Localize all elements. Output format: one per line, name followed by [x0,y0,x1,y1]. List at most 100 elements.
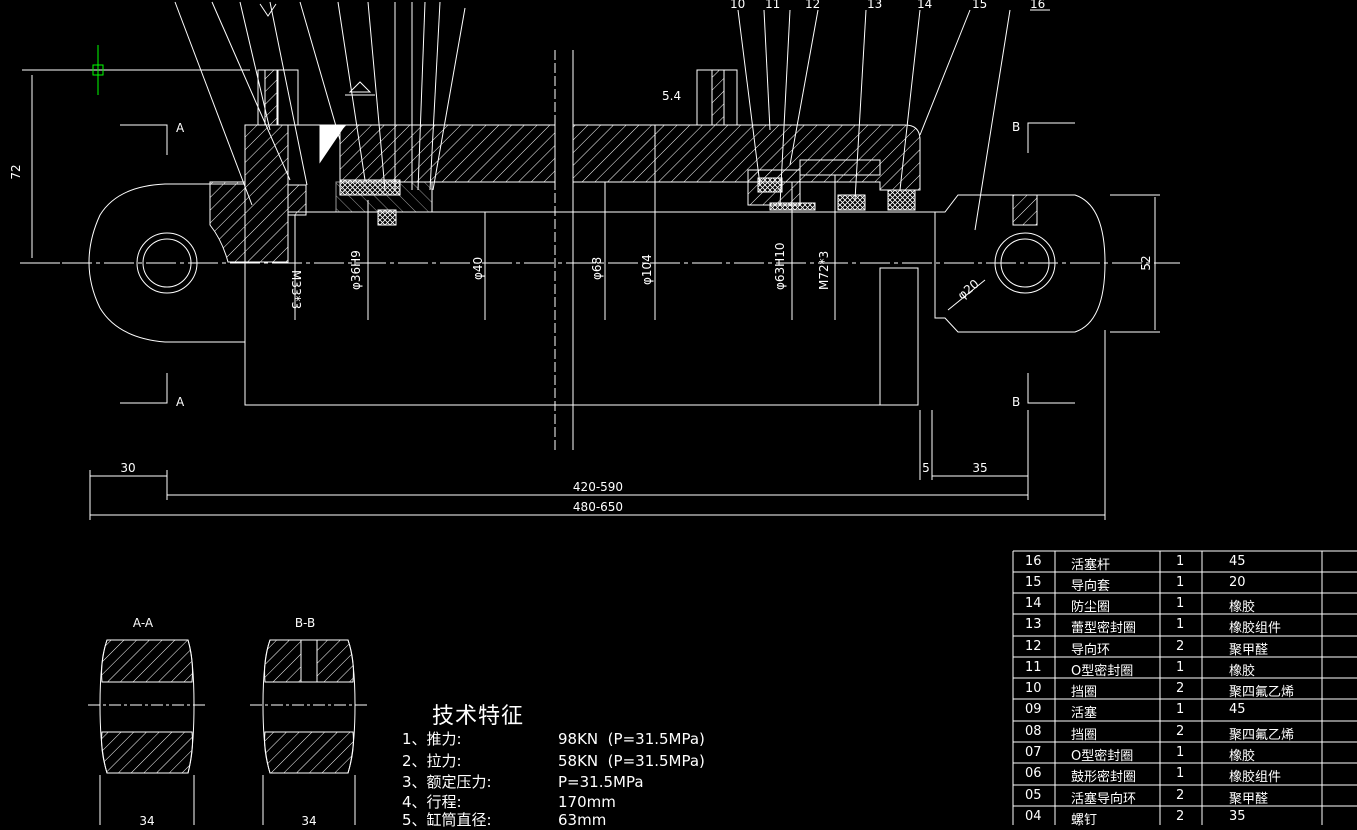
dim-30: 30 [120,461,135,475]
bom-no: 11 [1025,660,1042,675]
bom-no: 06 [1025,766,1042,781]
bom-row[interactable]: 16 活塞杆 1 45 [1013,551,1357,573]
section-mark-b-bottom: B [1012,395,1020,409]
dim-m72: M72*3 [817,251,831,290]
section-aa-dim: 34 [139,814,154,825]
dim-phi40: φ40 [471,257,485,280]
bom-name: O型密封圈 [1071,664,1134,679]
bom-no: 16 [1025,554,1042,569]
bom-qty: 1 [1176,617,1185,632]
tech-row-1: 1、推力: 98KN (P=31.5MPa) [402,728,705,749]
bom-name: 挡圈 [1071,685,1098,700]
dim-5: 5 [922,461,930,475]
section-bb-dim: 34 [301,814,316,825]
section-mark-b-top: B [1012,120,1020,134]
bom-name: O型密封圈 [1071,749,1134,764]
bom-material: 聚四氟乙烯 [1229,728,1295,743]
bom-no: 09 [1025,702,1042,717]
bom-name: 活塞导向环 [1071,792,1137,807]
dim-480-650: 480-650 [573,500,623,514]
bom-no: 12 [1025,639,1042,654]
dim-ra: 5.4 [662,89,681,103]
bom-name: 挡圈 [1071,728,1098,743]
balloon-14: 14 [917,0,932,11]
bom-no: 14 [1025,596,1042,611]
dim-phi20: φ20 [955,277,982,303]
bom-row[interactable]: 10 挡圈 2 聚四氟乙烯 [1013,678,1357,700]
tech-row-2: 2、拉力: 58KN (P=31.5MPa) [402,750,705,771]
bom-no: 04 [1025,809,1042,824]
dim-phi36: φ36H9 [349,250,363,290]
bom-material: 45 [1229,554,1246,569]
balloon-13: 13 [867,0,882,11]
dim-72: 72 [9,164,23,179]
bom-material: 20 [1229,575,1246,590]
section-mark-a-bottom: A [176,395,185,409]
bom-no: 15 [1025,575,1042,590]
dimension-texts: 72 30 5 35 52 420-590 480-650 M33*3 φ36H… [9,0,1153,514]
bom-qty: 1 [1176,660,1185,675]
balloon-10: 10 [730,0,745,11]
bom-name: 活塞 [1071,706,1098,721]
main-assembly-view [20,1,1180,520]
bom-name: 导向套 [1071,579,1111,594]
tech-value: 98KN (P=31.5MPa) [558,730,705,748]
bom-qty: 2 [1176,724,1185,739]
bom-qty: 2 [1176,639,1185,654]
bom-qty: 1 [1176,596,1185,611]
bom-name: 蕾型密封圈 [1071,621,1137,636]
dim-phi63h10: φ63H10 [773,243,787,290]
rear-clevis [88,183,245,343]
bom-no: 10 [1025,681,1042,696]
dimension-lines [22,69,1160,520]
bom-row[interactable]: 07 O型密封圈 1 橡胶 [1013,742,1357,764]
bom-material: 橡胶 [1229,749,1256,764]
bom-no: 07 [1025,745,1042,760]
bom-qty: 2 [1176,809,1185,824]
bom-qty: 2 [1176,788,1185,803]
balloon-12: 12 [805,0,820,11]
section-bb-title: B-B [295,616,315,630]
tech-row-5: 5、缸筒直径: 63mm [402,809,606,830]
bom-material: 聚甲醛 [1229,643,1269,658]
bom-name: 螺钉 [1071,813,1098,828]
balloon-16: 16 [1030,0,1045,11]
tech-value: 58KN (P=31.5MPa) [558,752,705,770]
bom-material: 聚四氟乙烯 [1229,685,1295,700]
dim-420-590: 420-590 [573,480,623,494]
section-aa-title: A-A [133,616,154,630]
bom-material: 橡胶组件 [1229,621,1282,636]
bom-table-grid [1012,550,1357,825]
tech-label: 2、拉力: [402,752,462,770]
bom-name: 活塞杆 [1071,558,1111,573]
dim-phi68: φ68 [590,257,604,280]
bom-qty: 1 [1176,554,1185,569]
dim-phi104: φ104 [640,254,654,285]
balloon-15: 15 [972,0,987,11]
tech-row-4: 4、行程:170mm [402,791,616,812]
tech-label: 5、缸筒直径: [402,811,492,829]
bom-no: 05 [1025,788,1042,803]
tech-value: P=31.5MPa [558,773,644,791]
tech-value: 63mm [558,811,607,829]
bom-row[interactable]: 15 导向套 1 20 [1013,572,1357,594]
bom-material: 45 [1229,702,1246,717]
bom-no: 13 [1025,617,1042,632]
bom-qty: 1 [1176,575,1185,590]
bom-qty: 1 [1176,745,1185,760]
bom-row[interactable]: 13 蕾型密封圈 1 橡胶组件 [1013,614,1357,636]
tech-label: 4、行程: [402,793,462,811]
tech-label: 1、推力: [402,730,462,748]
bom-qty: 2 [1176,681,1185,696]
dim-m33: M33*3 [289,270,303,309]
bom-qty: 1 [1176,766,1185,781]
